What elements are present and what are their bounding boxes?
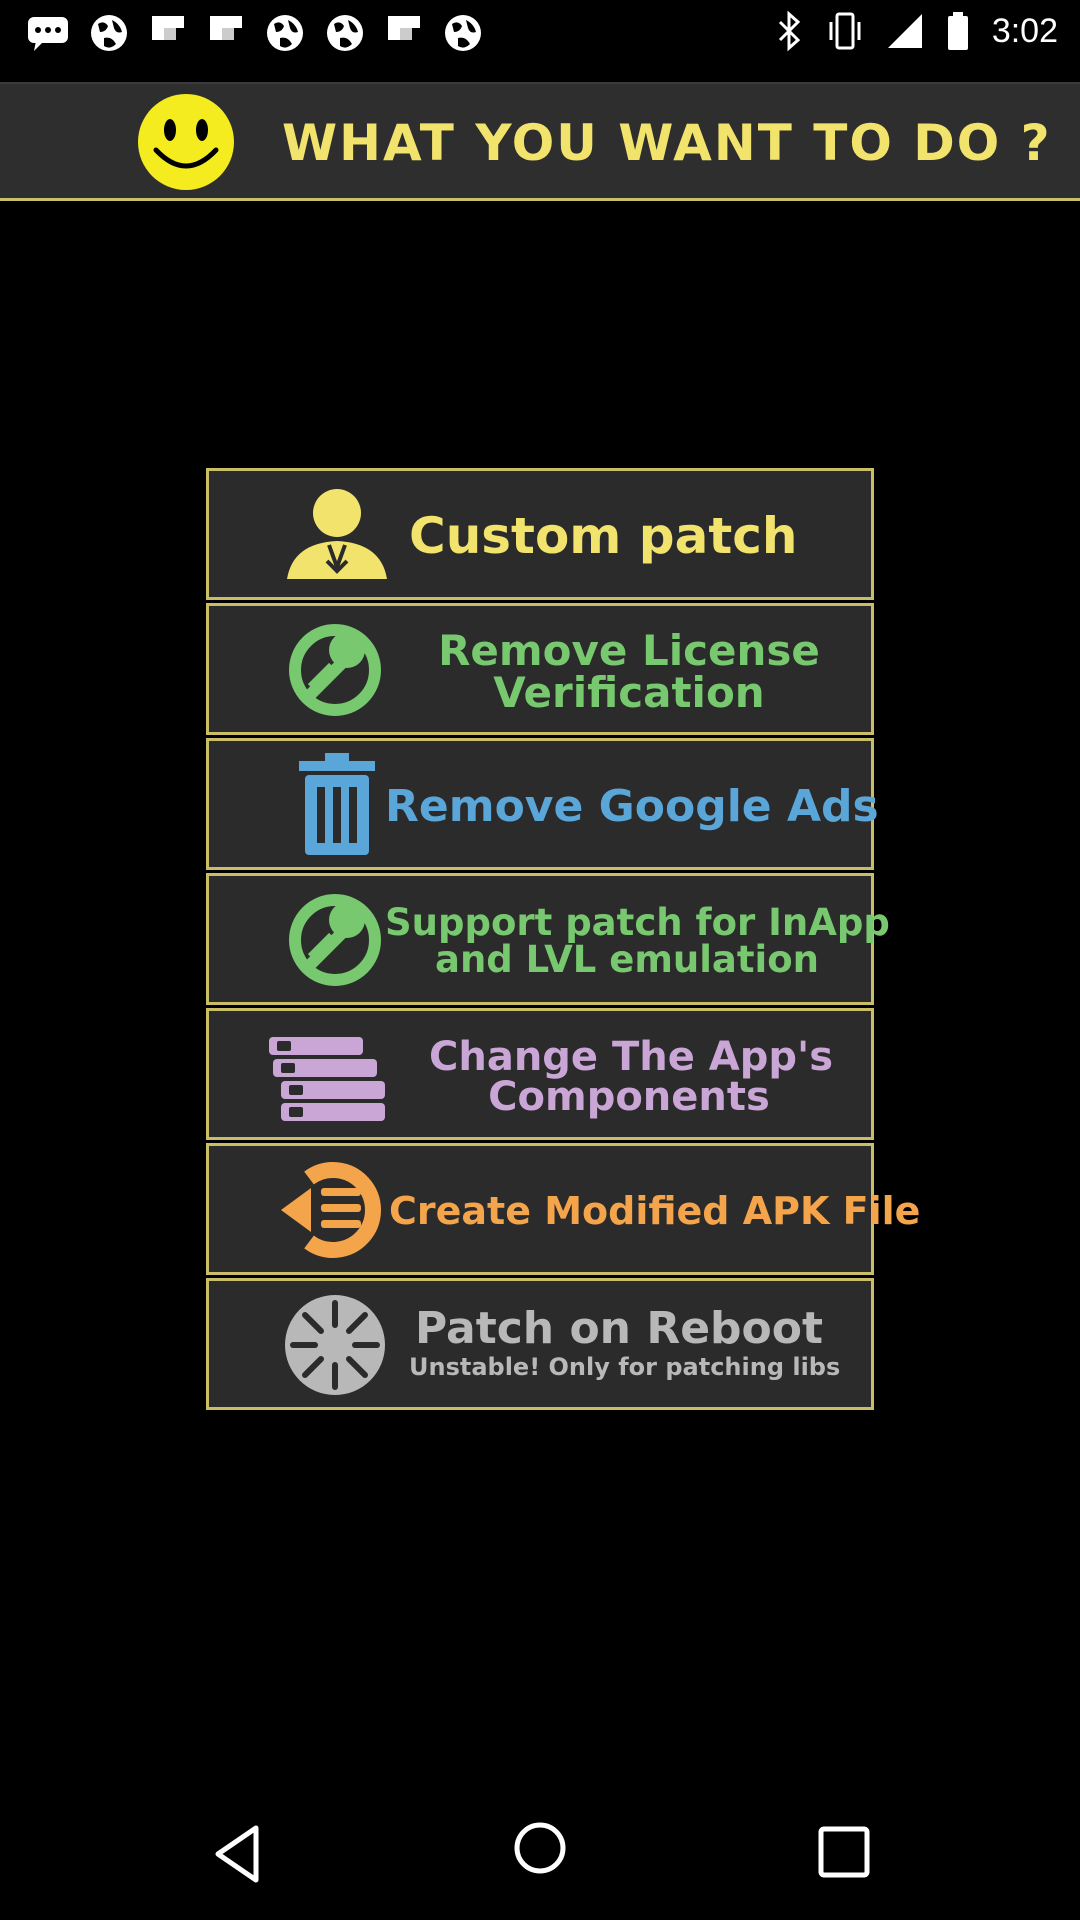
patch-options-menu: Custom patch Remove License Verification xyxy=(206,468,920,1413)
trash-icon xyxy=(295,751,379,861)
smiley-icon xyxy=(134,90,238,198)
no-key-icon xyxy=(285,890,385,994)
menu-item-label: Patch on Reboot Unstable! Only for patch… xyxy=(409,1303,841,1381)
globe-icon xyxy=(88,12,130,54)
remove-license-verification-button[interactable]: Remove License Verification xyxy=(206,603,874,735)
notification-icons xyxy=(26,12,484,54)
loading-icon xyxy=(281,1291,389,1403)
vibrate-icon xyxy=(826,10,864,52)
create-modified-apk-button[interactable]: Create Modified APK File xyxy=(206,1143,920,1275)
back-icon[interactable] xyxy=(210,1822,266,1890)
recents-icon[interactable] xyxy=(816,1824,872,1884)
system-icons: 3:02 xyxy=(776,10,1058,52)
flipboard-icon xyxy=(206,12,246,54)
no-key-icon xyxy=(285,620,385,724)
user-download-icon xyxy=(285,483,389,587)
support-patch-inapp-button[interactable]: Support patch for InApp and LVL emulatio… xyxy=(206,873,890,1005)
header-banner: WHAT YOU WANT TO DO ? xyxy=(0,82,1080,201)
status-bar: 3:02 xyxy=(0,0,1080,66)
flipboard-icon xyxy=(384,12,424,54)
home-icon[interactable] xyxy=(512,1820,568,1880)
menu-item-label: Change The App's Components xyxy=(429,1034,834,1120)
clock: 3:02 xyxy=(991,11,1058,50)
menu-item-label: Create Modified APK File xyxy=(389,1189,921,1233)
battery-icon xyxy=(946,10,970,52)
globe-icon xyxy=(442,12,484,54)
patch-on-reboot-button[interactable]: Patch on Reboot Unstable! Only for patch… xyxy=(206,1278,874,1410)
menu-item-label: Custom patch xyxy=(409,507,798,565)
globe-icon xyxy=(324,12,366,54)
globe-icon xyxy=(264,12,306,54)
menu-item-label: Remove License Verification xyxy=(438,626,820,717)
change-app-components-button[interactable]: Change The App's Components xyxy=(206,1008,874,1140)
page-title: WHAT YOU WANT TO DO ? xyxy=(282,114,1052,172)
chat-icon xyxy=(26,13,70,53)
custom-patch-button[interactable]: Custom patch xyxy=(206,468,874,600)
flipboard-icon xyxy=(148,12,188,54)
menu-item-label: Remove Google Ads xyxy=(385,781,879,832)
menu-item-label: Support patch for InApp and LVL emulatio… xyxy=(385,901,890,981)
bluetooth-icon xyxy=(776,10,804,52)
stack-icon xyxy=(265,1035,389,1127)
signal-icon xyxy=(886,10,924,52)
remove-google-ads-button[interactable]: Remove Google Ads xyxy=(206,738,879,870)
rebuild-icon xyxy=(279,1158,385,1264)
navigation-bar xyxy=(0,1790,1080,1920)
